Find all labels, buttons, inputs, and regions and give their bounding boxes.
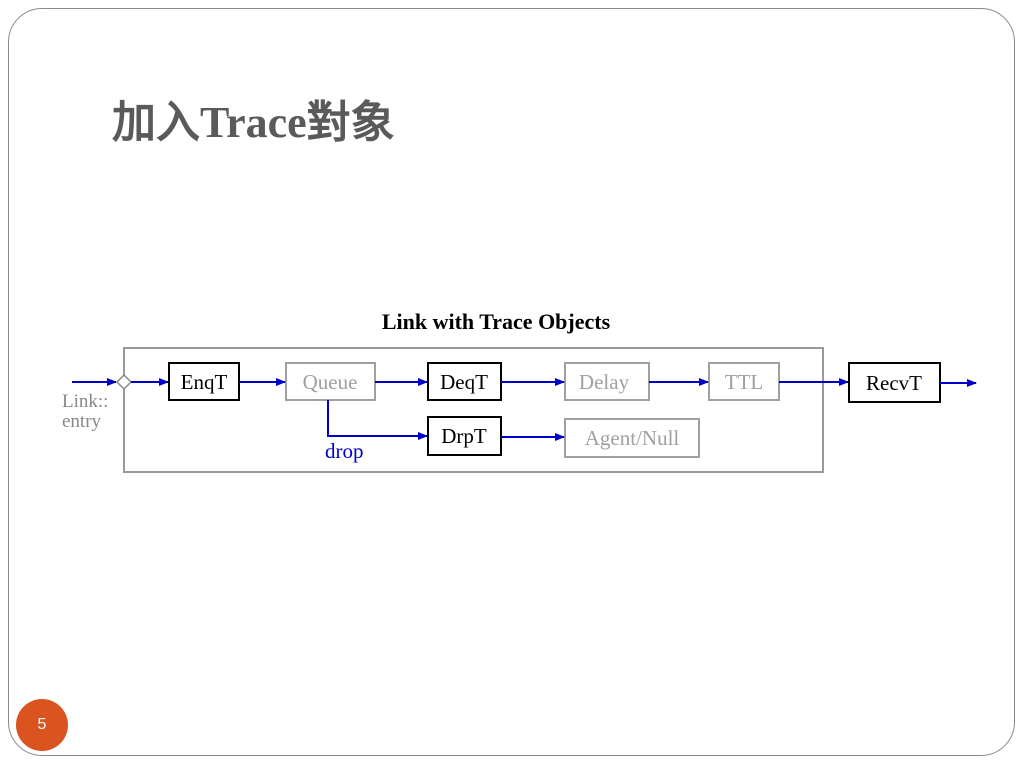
node-ttl: TTL bbox=[708, 362, 780, 401]
entry-label-line2: entry bbox=[62, 411, 102, 432]
arrow-queue-drpt bbox=[327, 400, 428, 440]
node-enqt-label: EnqT bbox=[181, 370, 228, 394]
node-deqt-label: DeqT bbox=[440, 370, 488, 394]
node-drpt-label: DrpT bbox=[441, 424, 487, 448]
node-agent-null-label: Agent/Null bbox=[585, 426, 680, 450]
node-deqt: DeqT bbox=[427, 362, 502, 401]
node-agent-null: Agent/Null bbox=[564, 418, 700, 458]
entry-diamond bbox=[115, 373, 133, 391]
page-number-badge: 5 bbox=[16, 699, 68, 751]
node-delay: Delay bbox=[564, 362, 650, 401]
node-queue: Queue bbox=[285, 362, 376, 401]
diagram-title: Link with Trace Objects bbox=[382, 309, 611, 334]
drop-label: drop bbox=[325, 439, 364, 463]
node-delay-label: Delay bbox=[579, 370, 630, 394]
slide-title: 加入Trace對象 bbox=[112, 98, 395, 147]
node-queue-label: Queue bbox=[303, 370, 358, 394]
node-enqt: EnqT bbox=[168, 362, 240, 401]
node-recvt: RecvT bbox=[848, 362, 941, 403]
node-drpt: DrpT bbox=[427, 416, 502, 456]
node-ttl-label: TTL bbox=[725, 370, 763, 394]
node-recvt-label: RecvT bbox=[866, 371, 922, 395]
entry-label-line1: Link:: bbox=[62, 391, 108, 412]
link-container bbox=[123, 347, 824, 473]
